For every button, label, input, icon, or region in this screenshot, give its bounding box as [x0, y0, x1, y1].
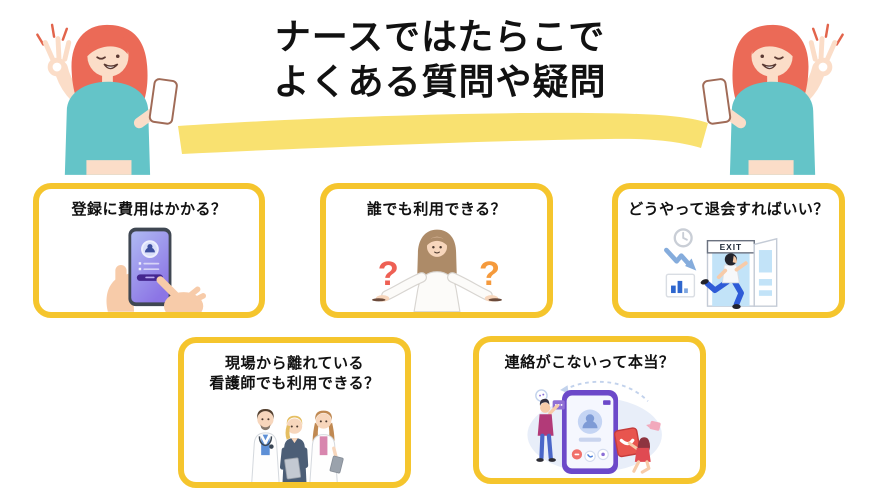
hand-tapping-signup-phone-icon — [106, 227, 207, 312]
ok-sign-woman-right-illustration — [676, 12, 872, 176]
incoming-call-phone-icon — [526, 381, 662, 475]
exit-sign-label: EXIT — [719, 242, 741, 252]
faq-question-nurses-away-from-field: 現場から離れている 看護師でも利用できる？ — [209, 355, 380, 393]
shrugging-woman-question-marks-icon: ? ? — [371, 229, 502, 312]
left-question-mark: ? — [377, 255, 398, 293]
faq-question-no-contact: 連絡がこないって本当？ — [504, 354, 675, 371]
faq-question-registration-fee: 登録に費用はかかる？ — [71, 201, 227, 218]
page-title: ナースではたらこで よくある質問や疑問 — [273, 16, 607, 102]
man-running-exit-door-icon: EXIT — [663, 228, 777, 310]
faq-card-who-can-use: 誰でも利用できる？ ? ? — [320, 183, 553, 318]
faq-card-registration-fee: 登録に費用はかかる？ — [33, 183, 265, 318]
woman-ok-phone-mirrored-icon — [702, 23, 844, 175]
ok-sign-woman-left-illustration — [8, 12, 204, 176]
title-underline-swoosh-icon — [178, 112, 708, 154]
faq-card-how-to-unsubscribe: どうやって退会すればいい？ EXIT — [612, 183, 845, 318]
faq-card-nurses-away-from-field: 現場から離れている 看護師でも利用できる？ — [178, 337, 411, 488]
right-question-mark: ? — [479, 255, 500, 293]
faq-question-how-to-unsubscribe: どうやって退会すればいい？ — [628, 201, 829, 218]
woman-ok-phone-icon — [36, 23, 178, 175]
faq-card-no-contact: 連絡がこないって本当？ — [473, 336, 706, 484]
three-medical-staff-icon — [251, 408, 344, 482]
faq-question-who-can-use: 誰でも利用できる？ — [366, 201, 507, 218]
